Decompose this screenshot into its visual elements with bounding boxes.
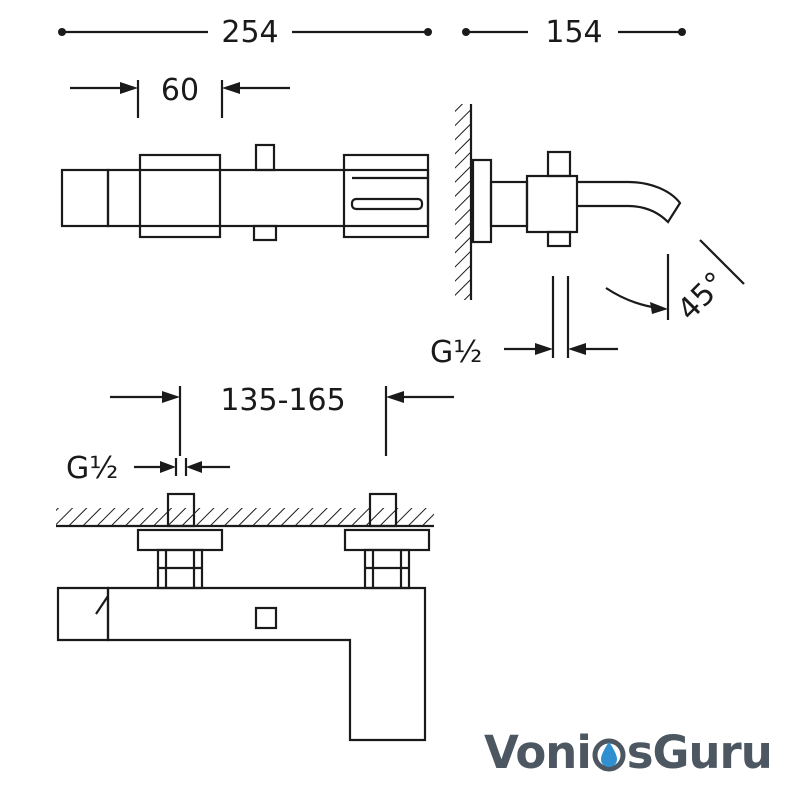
side-knob-top [546,150,572,178]
side-flange [471,158,493,244]
side-spout [577,180,682,224]
dim-arrow [186,461,202,473]
side-body [525,174,579,234]
plan-square [254,606,278,630]
dim-arrow [160,461,176,473]
plan-left-cap [56,586,110,642]
dim-dot [678,28,686,36]
front-handle-right [342,153,430,239]
plan-flange-left [136,528,224,552]
logo-text-voni: Voni [484,725,592,779]
dim-arrow [535,343,553,355]
dim-overall-length: 254 [221,15,278,50]
dim-arrow [650,302,668,314]
dim-dot [424,28,432,36]
logo-text-guru: Guru [652,725,773,779]
logo-text-s: s [626,725,654,779]
plan-flange-right [343,528,431,552]
plan-pipe-left [166,492,196,528]
dim-arrow [386,391,404,403]
dim-handle-width: 60 [161,73,199,108]
front-handle-left [138,153,222,239]
front-knob-top [254,143,276,172]
dim-projection: 154 [545,15,602,50]
plan-view [56,492,434,742]
dim-arrow [162,391,180,403]
front-left-cap [60,168,110,228]
side-wall-hatch [455,104,471,300]
dim-dot [58,28,66,36]
front-knob-bottom [252,224,278,242]
voniosguru-logo: Voni s Guru [484,722,773,782]
water-drop-icon [592,738,626,772]
dim-arrow [120,82,138,94]
dim-spout-angle: 45° [671,265,733,327]
side-connector [489,180,529,228]
dim-center-distance: 135-165 [220,383,345,418]
plan-pipe-right [368,492,398,528]
front-view [60,143,430,242]
dim-connection-bottom: G½ [66,451,118,486]
dim-connection-top: G½ [430,335,482,370]
plan-wall-hatch [56,508,434,526]
side-view [455,104,682,358]
dim-arrow [222,82,240,94]
dim-arrow [568,343,586,355]
side-knob-bottom [546,230,572,248]
plan-body [106,586,427,742]
front-aerator-slot [350,197,424,211]
dim-dot [462,28,470,36]
